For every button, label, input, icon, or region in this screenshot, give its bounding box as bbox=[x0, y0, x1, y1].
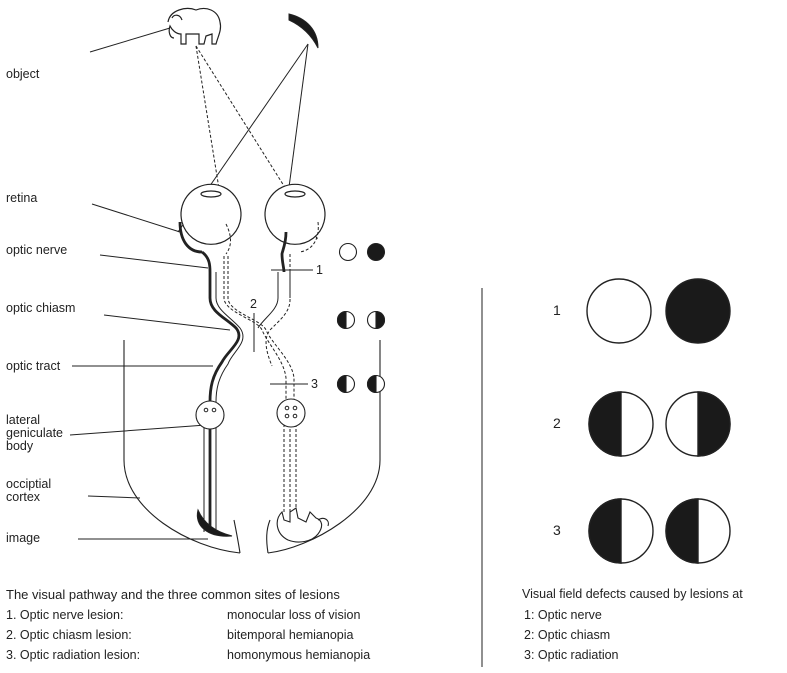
elephant-icon bbox=[167, 7, 222, 45]
field-row-number-3: 3 bbox=[553, 522, 561, 538]
left-caption-title: The visual pathway and the three common … bbox=[6, 587, 340, 602]
caption-row-defect: homonymous hemianopia bbox=[227, 648, 371, 662]
right-caption-item: 2: Optic chiasm bbox=[524, 628, 611, 642]
dashed-pathway bbox=[223, 254, 297, 512]
small-field-icons bbox=[336, 242, 386, 394]
label-retina: retina bbox=[6, 191, 38, 205]
lesion-number-2: 2 bbox=[250, 297, 257, 311]
lesion-number-1: 1 bbox=[316, 263, 323, 277]
field-row-number-1: 1 bbox=[553, 302, 561, 318]
caption-row-site: 2. Optic chiasm lesion: bbox=[6, 628, 132, 642]
occipital-cortex bbox=[123, 340, 381, 554]
lesion-markers bbox=[253, 269, 313, 385]
caption-row-site: 1. Optic nerve lesion: bbox=[6, 608, 124, 622]
lgn-circles bbox=[195, 398, 306, 430]
field-row-number-2: 2 bbox=[553, 415, 561, 431]
label-lateral-geniculate-body: lateral geniculate body bbox=[6, 413, 63, 453]
solid-pathway bbox=[201, 250, 286, 532]
caption-row-defect: bitemporal hemianopia bbox=[227, 628, 354, 642]
crescent-object bbox=[288, 13, 319, 49]
label-optic-chiasm: optic chiasm bbox=[6, 301, 76, 315]
retina-dashed bbox=[225, 221, 319, 255]
right-caption-title: Visual field defects caused by lesions a… bbox=[522, 587, 743, 601]
label-optic-tract: optic tract bbox=[6, 359, 61, 373]
caption-row-defect: monocular loss of vision bbox=[227, 608, 361, 622]
label-occipital-cortex: occiptial cortex bbox=[6, 477, 52, 504]
lesion-number-3: 3 bbox=[311, 377, 318, 391]
right-caption-item: 1: Optic nerve bbox=[524, 608, 602, 622]
label-optic-nerve: optic nerve bbox=[6, 243, 68, 257]
caption-row-site: 3. Optic radiation lesion: bbox=[6, 648, 141, 662]
eyeballs bbox=[180, 183, 326, 245]
label-pointers bbox=[69, 27, 231, 540]
large-field-icons bbox=[586, 278, 731, 564]
label-object: object bbox=[6, 67, 40, 81]
label-image: image bbox=[6, 531, 41, 545]
right-caption-item: 3: Optic radiation bbox=[524, 648, 619, 662]
elephant-image-icon bbox=[276, 507, 329, 543]
crescent-image bbox=[196, 508, 233, 537]
retinas bbox=[178, 221, 288, 255]
